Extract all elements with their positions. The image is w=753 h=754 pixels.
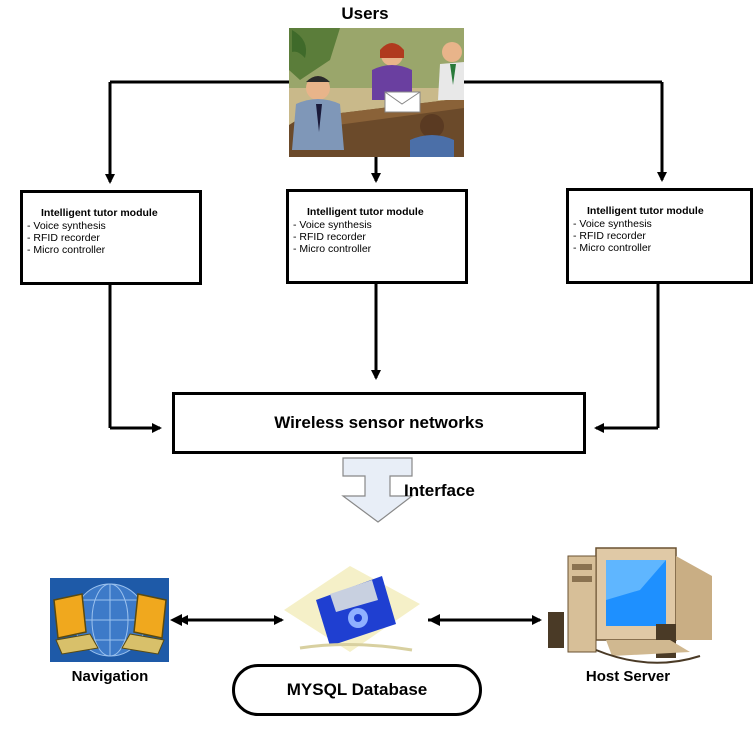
module-item: - Voice synthesis — [293, 219, 372, 231]
module-item: - Voice synthesis — [27, 220, 106, 232]
mysql-database-pill: MYSQL Database — [232, 664, 482, 716]
module-title: Intelligent tutor module — [587, 205, 704, 217]
wsn-label: Wireless sensor networks — [274, 413, 484, 432]
module-item: - RFID recorder — [27, 232, 100, 244]
users-meeting-image — [289, 28, 464, 157]
navigation-image — [50, 578, 169, 662]
module-item: - Micro controller — [293, 243, 372, 255]
module-title: Intelligent tutor module — [307, 206, 424, 218]
tutor-module-right: Intelligent tutor module - Voice synthes… — [566, 188, 753, 284]
interface-label: Interface — [404, 481, 475, 500]
module-item: - Micro controller — [27, 244, 106, 256]
host-server-image — [548, 547, 712, 664]
interface-arrow — [341, 457, 414, 523]
users-title: Users — [341, 4, 389, 23]
tutor-module-left: Intelligent tutor module - Voice synthes… — [20, 190, 202, 285]
navigation-label: Navigation — [71, 668, 149, 685]
module-title: Intelligent tutor module — [41, 207, 158, 219]
tutor-module-center: Intelligent tutor module - Voice synthes… — [286, 189, 468, 284]
module-item: - RFID recorder — [293, 231, 366, 243]
module-item: - Voice synthesis — [573, 218, 652, 230]
module-item: - RFID recorder — [573, 230, 646, 242]
host-server-label: Host Server — [585, 668, 671, 685]
database-label: MYSQL Database — [286, 680, 428, 699]
wireless-sensor-networks-box: Wireless sensor networks — [172, 392, 586, 454]
module-item: - Micro controller — [573, 242, 652, 254]
database-floppy-image — [284, 566, 420, 652]
